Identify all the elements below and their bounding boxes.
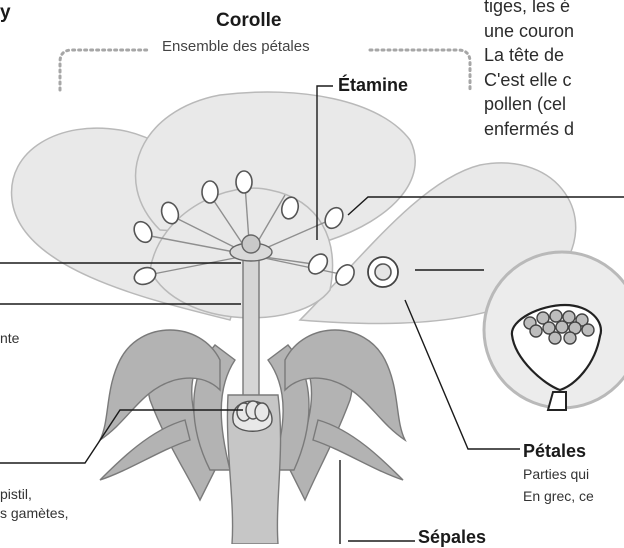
paragraph-line: tiges, les é bbox=[484, 0, 574, 19]
petales-label: Pétales bbox=[523, 441, 586, 462]
top-left-fragment: y bbox=[0, 2, 11, 24]
paragraph-line: C'est elle c bbox=[484, 68, 574, 93]
anther-zoom-circle bbox=[484, 252, 624, 410]
paragraph-line: La tête de bbox=[484, 43, 574, 68]
sepales-label: Sépales bbox=[418, 527, 486, 548]
paragraph-line: enfermés d bbox=[484, 117, 574, 142]
left-note-pistil: pistil, bbox=[0, 486, 32, 502]
left-note-ante: nte bbox=[0, 330, 19, 346]
paragraph-line: une couron bbox=[484, 19, 574, 44]
petales-desc-line1: Parties qui bbox=[523, 466, 589, 482]
corolle-title: Corolle bbox=[216, 10, 281, 32]
etamine-label: Étamine bbox=[338, 75, 408, 96]
corolle-subtitle: Ensemble des pétales bbox=[162, 38, 310, 55]
corolla-dotted-bracket bbox=[60, 50, 470, 90]
top-right-paragraph: tiges, les é une couron La tête de C'est… bbox=[484, 0, 574, 141]
left-note-gametes: s gamètes, bbox=[0, 505, 68, 521]
petales-desc-line2: En grec, ce bbox=[523, 488, 594, 504]
paragraph-line: pollen (cel bbox=[484, 92, 574, 117]
ovary bbox=[233, 401, 272, 431]
